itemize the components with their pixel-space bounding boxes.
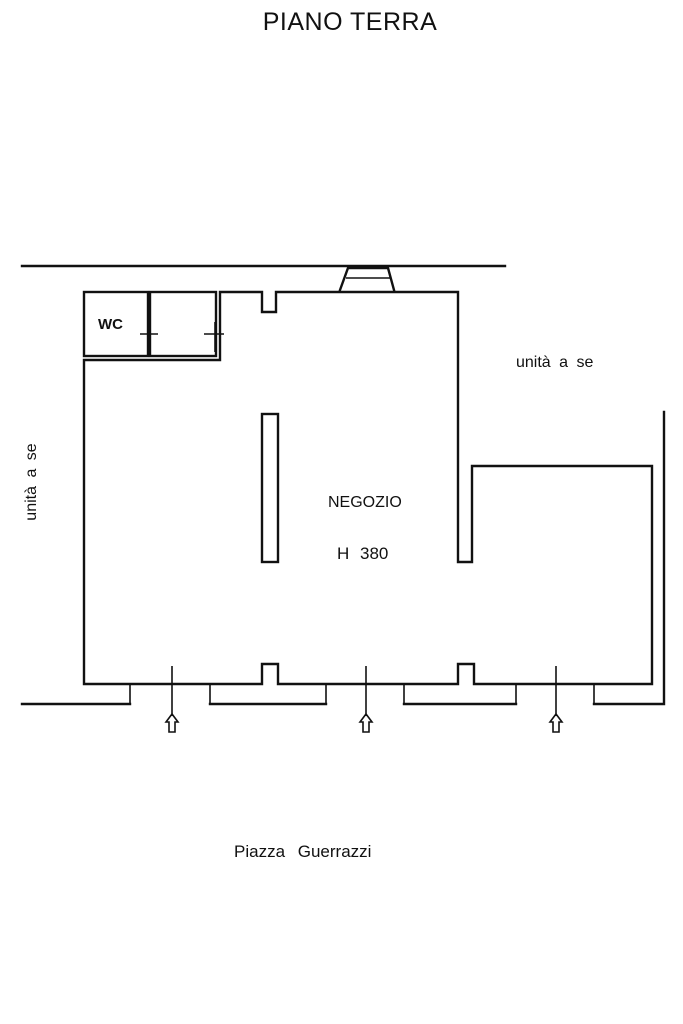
adjacent-unit-right-label: unità a se (516, 354, 594, 371)
facade-opening-left (129, 684, 211, 704)
page-title: PIANO TERRA (262, 8, 438, 36)
adjacent-unit-left-label: unità a se (23, 443, 40, 521)
wc-room (82, 290, 150, 358)
entrance-center-arrow-icon (358, 666, 374, 733)
entrance-right-arrow-icon (548, 666, 564, 733)
central-pillar (260, 412, 280, 564)
shop-outline (82, 290, 654, 686)
street-name-label: Piazza Guerrazzi (234, 842, 372, 861)
facade-opening-center (325, 684, 405, 704)
facade-opening-right (515, 684, 595, 704)
storage-room (148, 290, 218, 358)
entrance-left-arrow-icon (164, 666, 180, 733)
shop-height-label: H 380 (337, 544, 389, 563)
wc-room-label: WC (98, 316, 123, 333)
rear-chimney (338, 266, 396, 292)
right-boundary-line (592, 410, 666, 706)
shop-name-label: NEGOZIO (328, 494, 402, 511)
